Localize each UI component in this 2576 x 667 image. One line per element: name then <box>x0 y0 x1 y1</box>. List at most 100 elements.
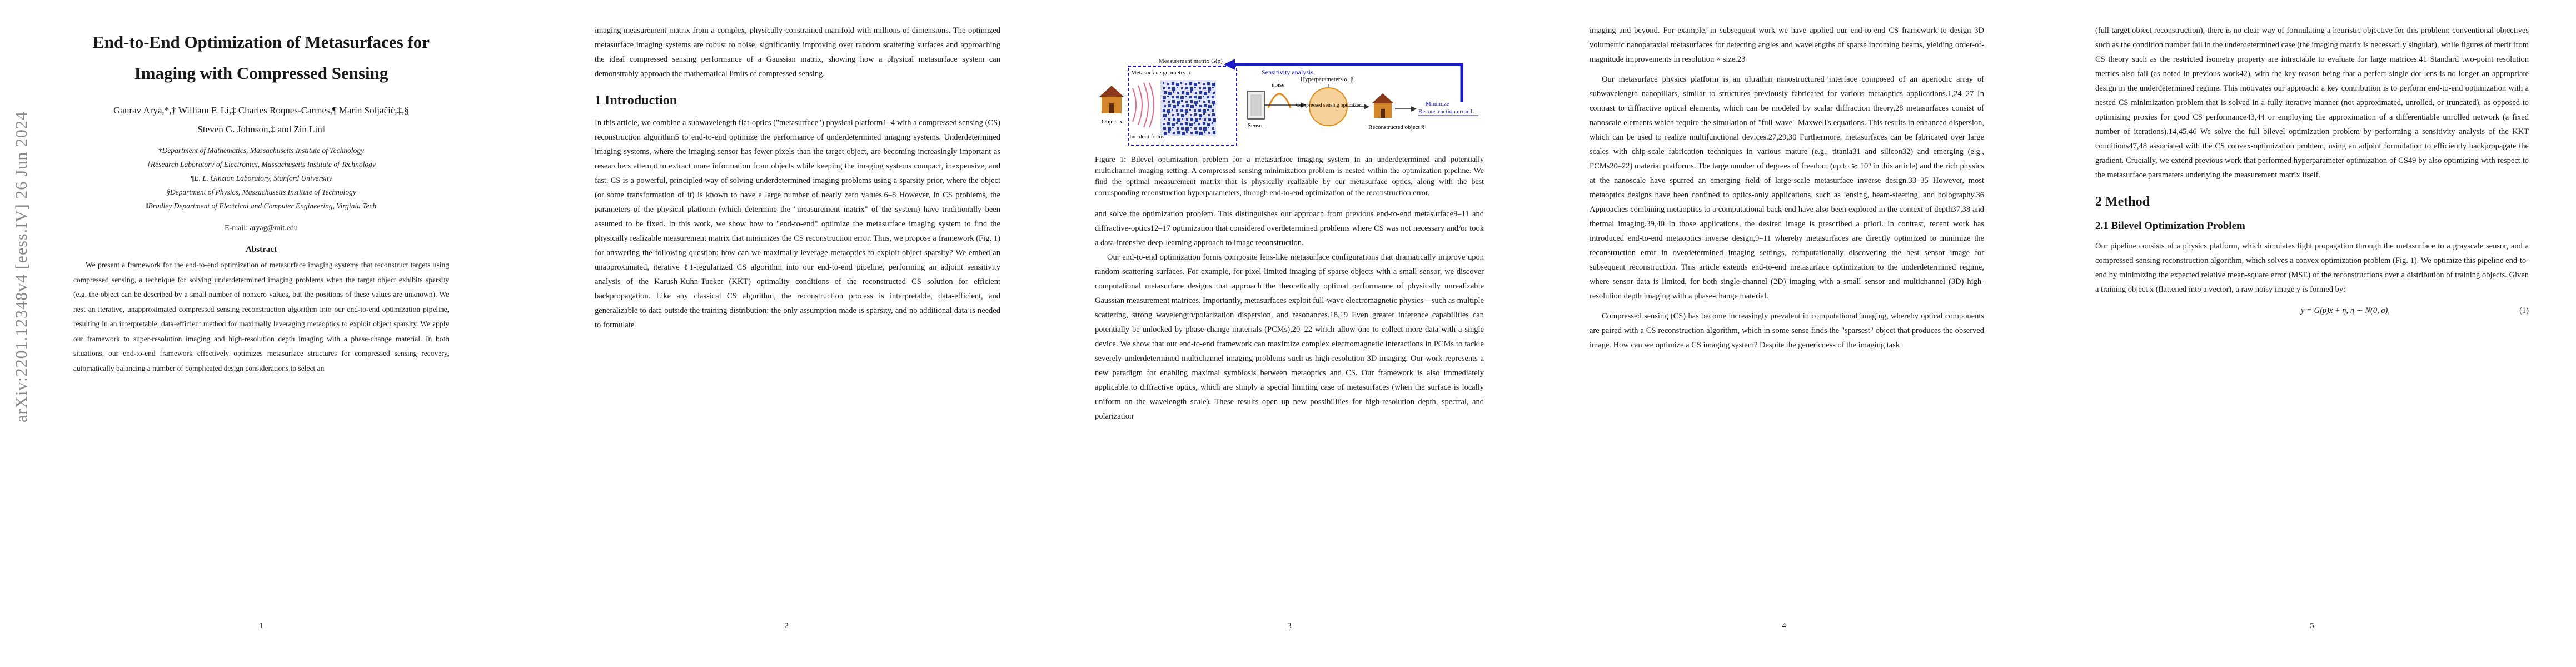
affiliation-2: ‡Research Laboratory of Electronics, Mas… <box>147 160 376 168</box>
arrow-head <box>1224 59 1235 70</box>
metasurface-pillar <box>1190 91 1192 93</box>
metasurface-pillar <box>1194 83 1197 86</box>
metasurface-pillar <box>1203 127 1207 131</box>
metasurface-pillar <box>1186 131 1188 133</box>
metasurface-pillar <box>1167 109 1170 113</box>
section-heading: 1 Introduction <box>595 93 677 108</box>
metasurface-pillar <box>1212 127 1214 130</box>
metasurface-pillar <box>1199 118 1201 120</box>
minimize-label: Minimize <box>1426 101 1449 107</box>
metasurface-pillar <box>1182 91 1184 94</box>
metasurface-pillar <box>1164 118 1165 120</box>
metasurface-pillar <box>1199 87 1201 89</box>
metasurface-pillar <box>1207 96 1209 98</box>
metasurface-pillar <box>1195 131 1198 134</box>
metasurface-pillar <box>1177 104 1179 106</box>
abstract-text: We present a framework for the end-to-en… <box>73 261 449 372</box>
metasurface-pillar <box>1185 109 1188 113</box>
metasurface-pillar <box>1164 132 1167 135</box>
noise-curve <box>1267 93 1292 108</box>
metasurface-pillar <box>1194 96 1197 98</box>
authors-line-1: Gaurav Arya,*,† William F. Li,‡ Charles … <box>113 105 409 116</box>
metasurface-pillar <box>1194 122 1195 124</box>
metasurface-pillar <box>1172 87 1175 91</box>
metasurface-pillar <box>1176 122 1178 124</box>
equation-body: y = G(p)x + η, η ∼ N(0, σ), <box>2301 306 2390 315</box>
metasurface-pillar <box>1190 127 1192 128</box>
metasurface-pillar <box>1163 127 1166 130</box>
metasurface-pillar <box>1163 109 1165 112</box>
metasurface-pillar <box>1168 101 1170 103</box>
metasurface-pillar <box>1185 87 1188 89</box>
authors-line-2: Steven G. Johnson,‡ and Zin Lin‖ <box>197 124 325 135</box>
metasurface-pillar <box>1173 91 1174 93</box>
subsection-heading: 2.1 Bilevel Optimization Problem <box>2095 220 2245 232</box>
metasurface-pillar <box>1213 92 1215 94</box>
email: E-mail: aryag@mit.edu <box>225 224 298 232</box>
hyperparameters-label: Hyperparameters α, β <box>1301 76 1354 83</box>
metasurface-pillar <box>1172 82 1174 85</box>
metasurface-pillar <box>1212 87 1214 88</box>
affiliation-1: †Department of Mathematics, Massachusett… <box>158 146 365 155</box>
metasurface-pillar <box>1177 118 1180 122</box>
figure-1-diagram: Sensitivity analysis Measurement matrix … <box>1099 58 1478 146</box>
metasurface-pillar <box>1198 109 1201 112</box>
metasurface-pillar <box>1204 118 1206 121</box>
cs-optimizer-node <box>1309 87 1348 126</box>
section-heading: 2 Method <box>2095 195 2150 209</box>
paragraph: imaging and beyond. For example, in subs… <box>1590 26 1984 64</box>
noise-label: noise <box>1272 82 1284 88</box>
metasurface-pillar <box>1213 131 1215 134</box>
metasurface-pillar <box>1173 105 1176 108</box>
metasurface-pillar <box>1185 113 1187 115</box>
metasurface-pillar <box>1172 123 1175 126</box>
metasurface-pillar <box>1199 132 1203 135</box>
abstract-heading: Abstract <box>246 245 277 254</box>
reconstruction-error-label: Reconstruction error L <box>1418 108 1474 115</box>
incident-fields <box>1132 82 1154 128</box>
paragraph: Compressed sensing (CS) has become incre… <box>1590 312 1984 350</box>
metasurface-pillar <box>1176 109 1178 112</box>
metasurface-pillar <box>1207 82 1210 85</box>
metasurface-pillar <box>1180 82 1182 84</box>
metasurface-pillar <box>1185 83 1187 85</box>
metasurface-pillar <box>1168 104 1171 107</box>
metasurface-label: Metasurface geometry p <box>1131 69 1190 76</box>
metasurface-pillar <box>1167 122 1170 125</box>
paragraph: In this article, we combine a subwavelen… <box>595 118 1000 330</box>
metasurface-pillar <box>1190 114 1192 116</box>
paragraph: Our metasurface physics platform is an u… <box>1590 75 1984 301</box>
measurement-label: Measurement matrix G(p) <box>1159 58 1223 64</box>
affiliation-5: ‖Bradley Department of Electrical and Co… <box>146 202 377 210</box>
metasurface-pillar <box>1208 127 1209 128</box>
metasurface-pillar <box>1163 96 1166 99</box>
metasurface-pillar <box>1199 105 1202 107</box>
metasurface-pillar <box>1204 131 1205 133</box>
paper-title-line-2: Imaging with Compressed Sensing <box>134 63 388 83</box>
metasurface-pillar <box>1172 100 1175 103</box>
metasurface-pillar <box>1194 87 1196 88</box>
metasurface-pillar <box>1189 123 1193 126</box>
metasurface-pillar <box>1185 127 1189 131</box>
metasurface-pillar <box>1164 91 1167 94</box>
metasurface-box <box>1128 66 1237 146</box>
metasurface-pillar <box>1185 122 1188 125</box>
metasurface-pillar <box>1195 92 1197 94</box>
metasurface-pillar <box>1181 87 1183 89</box>
metasurface-pillar <box>1203 83 1205 85</box>
metasurface-pillar <box>1194 113 1197 116</box>
reconstructed-label: Reconstructed object x̂ <box>1368 124 1424 131</box>
metasurface-pillar <box>1182 118 1183 120</box>
metasurface-pillar <box>1177 87 1178 88</box>
metasurface-pillar <box>1213 104 1214 106</box>
metasurface-pillar <box>1198 82 1200 84</box>
metasurface-pillar <box>1190 118 1193 121</box>
metasurface-pillar <box>1173 132 1175 134</box>
page-4: imaging and beyond. For example, in subs… <box>1567 0 2001 667</box>
metasurface-pillar <box>1199 127 1202 130</box>
metasurface-pillar <box>1163 114 1167 117</box>
sensitivity-arrow <box>1234 63 1463 102</box>
metasurface-pillar <box>1198 123 1200 125</box>
page-1: End-to-End Optimization of Metasurfaces … <box>56 0 467 667</box>
metasurface-pillar <box>1168 92 1172 95</box>
